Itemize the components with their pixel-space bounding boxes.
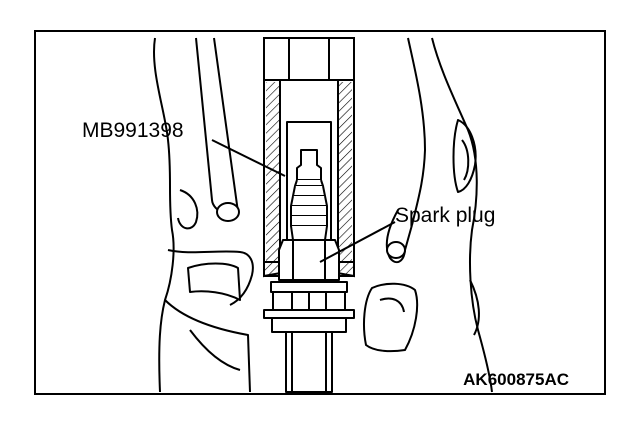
engine-casting-left [153,37,254,393]
part-callout-label: Spark plug [395,204,495,227]
engine-casting-right [363,37,493,393]
part-callout-leader [319,221,396,263]
tool-callout-leader [211,139,286,177]
figure-id-label: AK600875AC [463,370,569,389]
tool-callout-label: MB991398 [82,119,184,142]
spark-plug [263,121,355,393]
socket-extension [263,37,355,81]
